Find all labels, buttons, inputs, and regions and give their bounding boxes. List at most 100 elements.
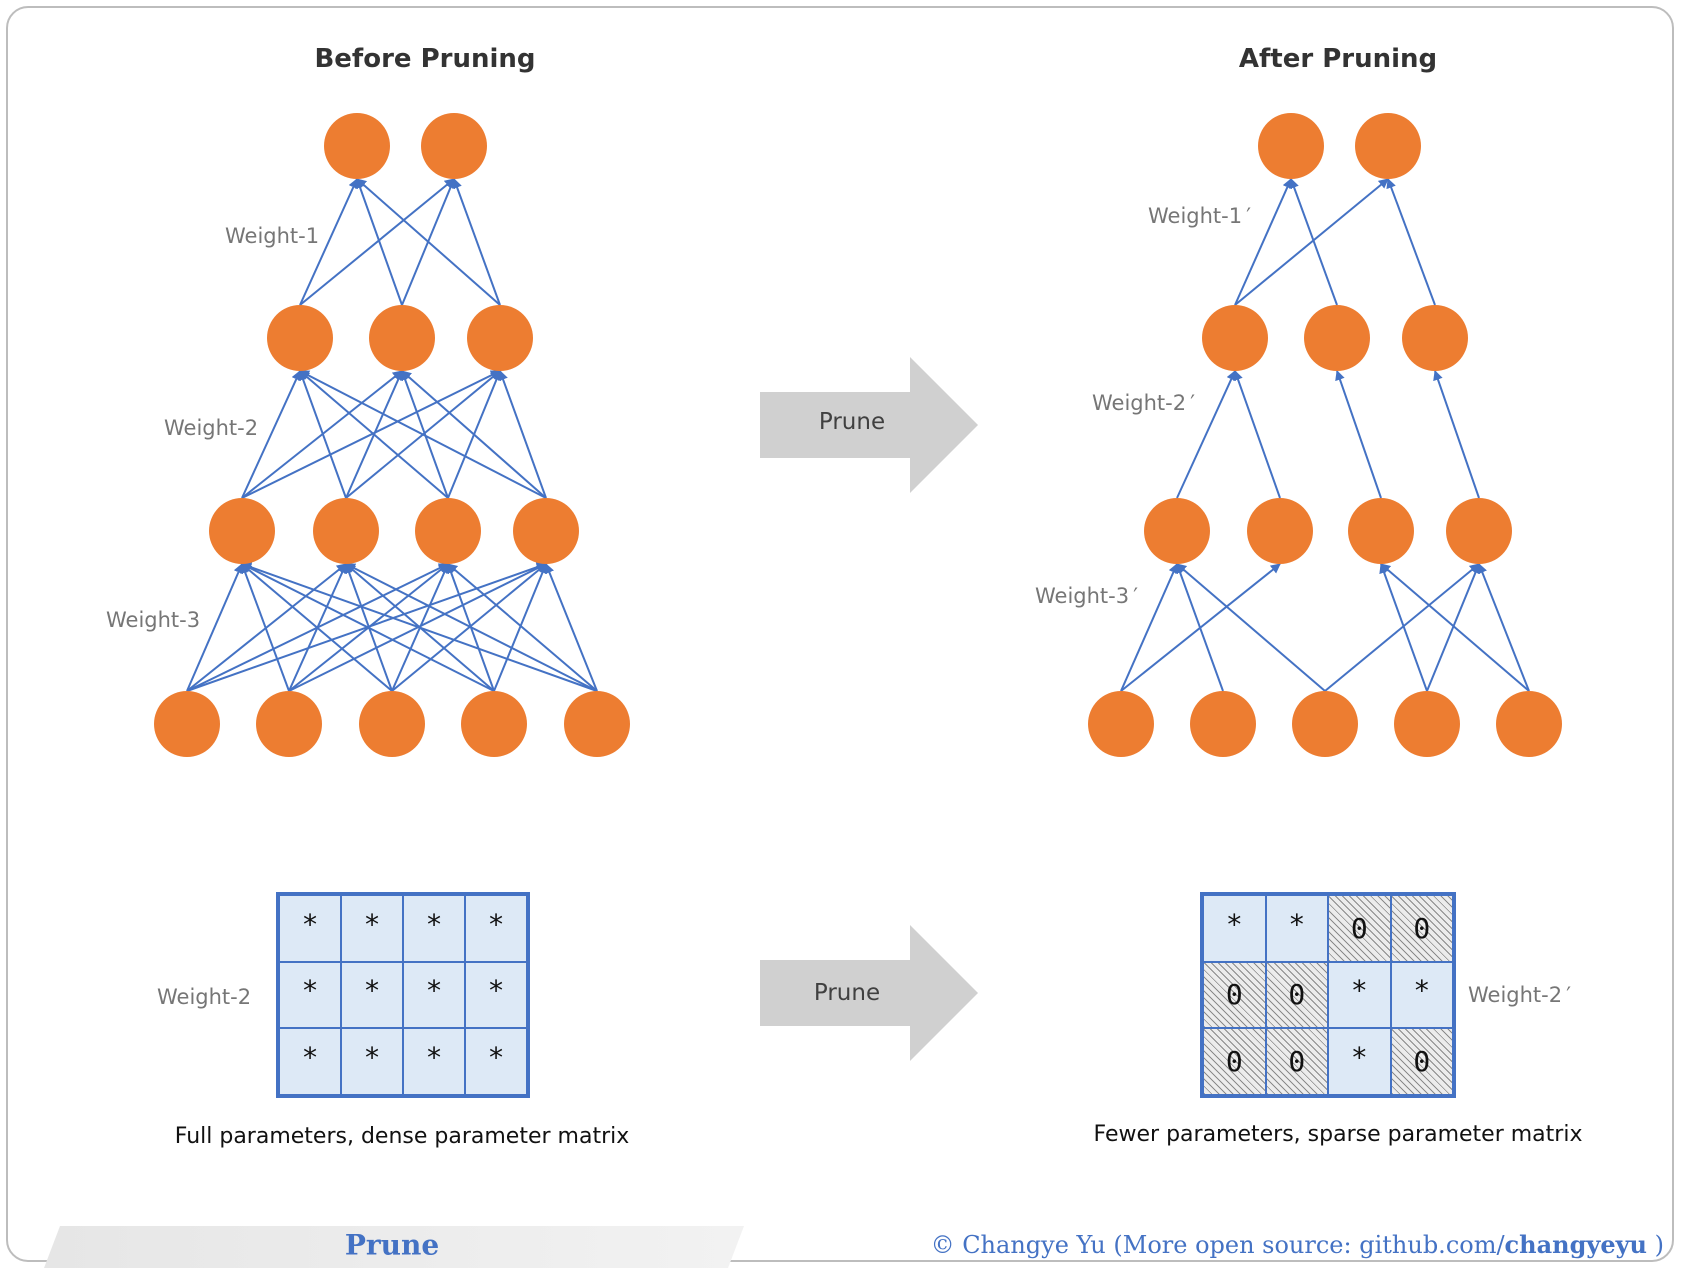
weight-3-prime-label: Weight-3 ′ (1035, 584, 1139, 608)
matrix-cell-param: * (1265, 895, 1328, 962)
weight-2-label: Weight-2 (164, 416, 259, 440)
neuron-node (1355, 113, 1421, 179)
neuron-node (1496, 691, 1562, 757)
edge-weight-3 (1324, 563, 1480, 692)
neuron-node (461, 691, 527, 757)
edge-weight-1 (355, 178, 403, 306)
prune-arrow-bottom (760, 925, 978, 1061)
credit-text: © Changye Yu (More open source: github.c… (931, 1230, 1664, 1259)
dense-parameter-matrix: ************ (276, 892, 530, 1098)
edge-weight-3 (493, 563, 548, 692)
dense-caption: Full parameters, dense parameter matrix (174, 1124, 630, 1149)
matrix-cell-param: * (1328, 961, 1391, 1029)
matrix-cell-param: * (279, 895, 341, 962)
matrix-cell-param: * (341, 895, 403, 962)
dense-edges (186, 178, 598, 692)
weight-3-label: Weight-3 (106, 608, 201, 632)
edge-weight-3 (1379, 563, 1428, 692)
edge-weight-2 (299, 370, 449, 499)
prune-arrow-top-label: Prune (818, 409, 886, 435)
dense-matrix-label: Weight-2 (157, 985, 252, 1009)
neuron-node (256, 691, 322, 757)
edge-weight-1 (1386, 178, 1436, 306)
edge-weight-3 (241, 562, 598, 692)
sparse-matrix-label: Weight-2 ′ (1468, 983, 1572, 1007)
matrix-cell-param: * (279, 1028, 341, 1095)
edge-weight-3 (1120, 563, 1178, 692)
credit-suffix: ) (1647, 1231, 1664, 1259)
after-pruning-title: After Pruning (1238, 44, 1438, 74)
matrix-cell-param: * (1328, 1028, 1391, 1095)
neuron-node (513, 498, 579, 564)
neuron-node (1402, 305, 1468, 371)
neuron-node (421, 113, 487, 179)
neuron-node (267, 305, 333, 371)
edge-weight-1 (356, 178, 501, 306)
edge-weight-2 (1233, 370, 1281, 499)
matrix-cell-zero: 0 (1203, 961, 1266, 1029)
edge-weight-1 (1234, 178, 1389, 306)
matrix-cell-zero: 0 (1390, 1028, 1453, 1095)
edge-weight-3 (1380, 563, 1530, 692)
neuron-node (415, 498, 481, 564)
neuron-node (1144, 498, 1210, 564)
edge-weight-2 (241, 370, 301, 499)
footer-title-bar (44, 1226, 744, 1268)
edge-weight-2 (498, 370, 547, 499)
sparse-caption: Fewer parameters, sparse parameter matri… (1093, 1122, 1583, 1147)
edge-weight-3 (241, 563, 495, 692)
weight-2-prime-label: Weight-2 ′ (1092, 391, 1196, 415)
matrix-cell-param: * (1390, 961, 1453, 1029)
neuron-node (1190, 691, 1256, 757)
edge-weight-3 (1120, 563, 1281, 692)
edge-weight-3 (186, 563, 244, 692)
diagram-frame (6, 6, 1674, 1262)
edge-weight-3 (447, 563, 598, 692)
edge-weight-1 (1234, 178, 1292, 306)
matrix-cell-zero: 0 (1203, 1028, 1266, 1095)
neuron-node (369, 305, 435, 371)
neuron-node (324, 113, 390, 179)
matrix-cell-param: * (403, 1028, 465, 1095)
matrix-cell-param: * (465, 961, 527, 1029)
matrix-cell-param: * (341, 961, 403, 1029)
dense-nodes (154, 113, 630, 757)
matrix-cell-param: * (403, 895, 465, 962)
edge-weight-3 (391, 563, 547, 692)
matrix-cell-param: * (341, 1028, 403, 1095)
edge-weight-2 (1335, 370, 1382, 499)
neuron-node (1202, 305, 1268, 371)
matrix-cell-zero: 0 (1265, 961, 1328, 1029)
edge-weight-3 (1176, 563, 1326, 692)
matrix-cell-param: * (465, 895, 527, 962)
neuron-node (209, 498, 275, 564)
matrix-cell-param: * (279, 961, 341, 1029)
neuron-node (1394, 691, 1460, 757)
edge-weight-3 (1477, 563, 1530, 692)
neuron-node (467, 305, 533, 371)
matrix-cell-param: * (1203, 895, 1266, 962)
edge-weight-2 (241, 370, 501, 499)
edge-weight-3 (241, 563, 393, 692)
matrix-cell-zero: 0 (1390, 895, 1453, 962)
prune-arrow-bottom-label: Prune (813, 980, 881, 1006)
pruned-edges (1120, 178, 1530, 692)
pruned-nodes (1088, 113, 1562, 757)
matrix-cell-zero: 0 (1328, 895, 1391, 962)
neuron-node (1247, 498, 1313, 564)
neuron-node (1304, 305, 1370, 371)
before-pruning-title: Before Pruning (314, 44, 536, 74)
edge-weight-2 (401, 370, 547, 499)
neuron-node (564, 691, 630, 757)
neuron-node (154, 691, 220, 757)
neuron-node (1088, 691, 1154, 757)
edge-weight-3 (544, 563, 598, 692)
credit-user: changyeyu (1504, 1230, 1647, 1259)
edge-weight-1 (452, 178, 501, 306)
edge-weight-1 (299, 178, 358, 306)
edge-weight-2 (299, 370, 547, 499)
neuron-node (313, 498, 379, 564)
prune-arrow-top (760, 357, 978, 493)
edge-weight-1 (1289, 178, 1338, 306)
